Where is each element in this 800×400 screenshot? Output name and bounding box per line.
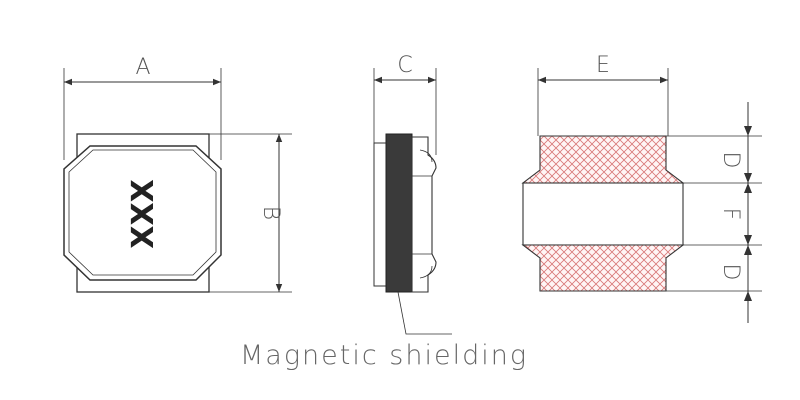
dim-b-label: B: [258, 206, 283, 220]
magnetic-shield: [385, 133, 413, 293]
dim-f-lower-arrow: [744, 235, 752, 245]
dim-c-label: C: [397, 53, 412, 78]
terminal-curve-top: [419, 149, 433, 163]
dim-d-bottom-arrow: [744, 291, 752, 301]
core-middle-band: [522, 182, 684, 246]
dim-d-top-arrow: [744, 126, 752, 136]
caption-magnetic-shielding: Magnetic shielding: [240, 340, 528, 371]
side-left-plate: [373, 142, 387, 287]
terminal-curve-bottom: [419, 265, 433, 279]
bottom-view: E D F D: [521, 53, 762, 323]
dim-e-label: E: [596, 53, 610, 78]
marking-text: XXX: [126, 179, 161, 248]
side-view: C: [373, 53, 452, 335]
dim-d-bottom-label: D: [718, 264, 743, 281]
side-terminal: [411, 136, 437, 293]
shield-leader-line: [397, 291, 452, 335]
dim-f-upper-arrow: [744, 183, 752, 193]
core-inner-outline: [68, 149, 217, 276]
front-view: XXX A B: [63, 55, 292, 293]
dim-d-top-label: D: [718, 152, 743, 169]
terminal-pad-top: [521, 135, 685, 184]
core-body: [63, 145, 222, 281]
dim-f-top-arrow: [744, 173, 752, 183]
dim-f-bottom-arrow: [744, 245, 752, 255]
terminal-pad-bottom: [521, 244, 685, 292]
dim-f-label: F: [718, 208, 743, 221]
dim-a-label: A: [135, 55, 150, 80]
